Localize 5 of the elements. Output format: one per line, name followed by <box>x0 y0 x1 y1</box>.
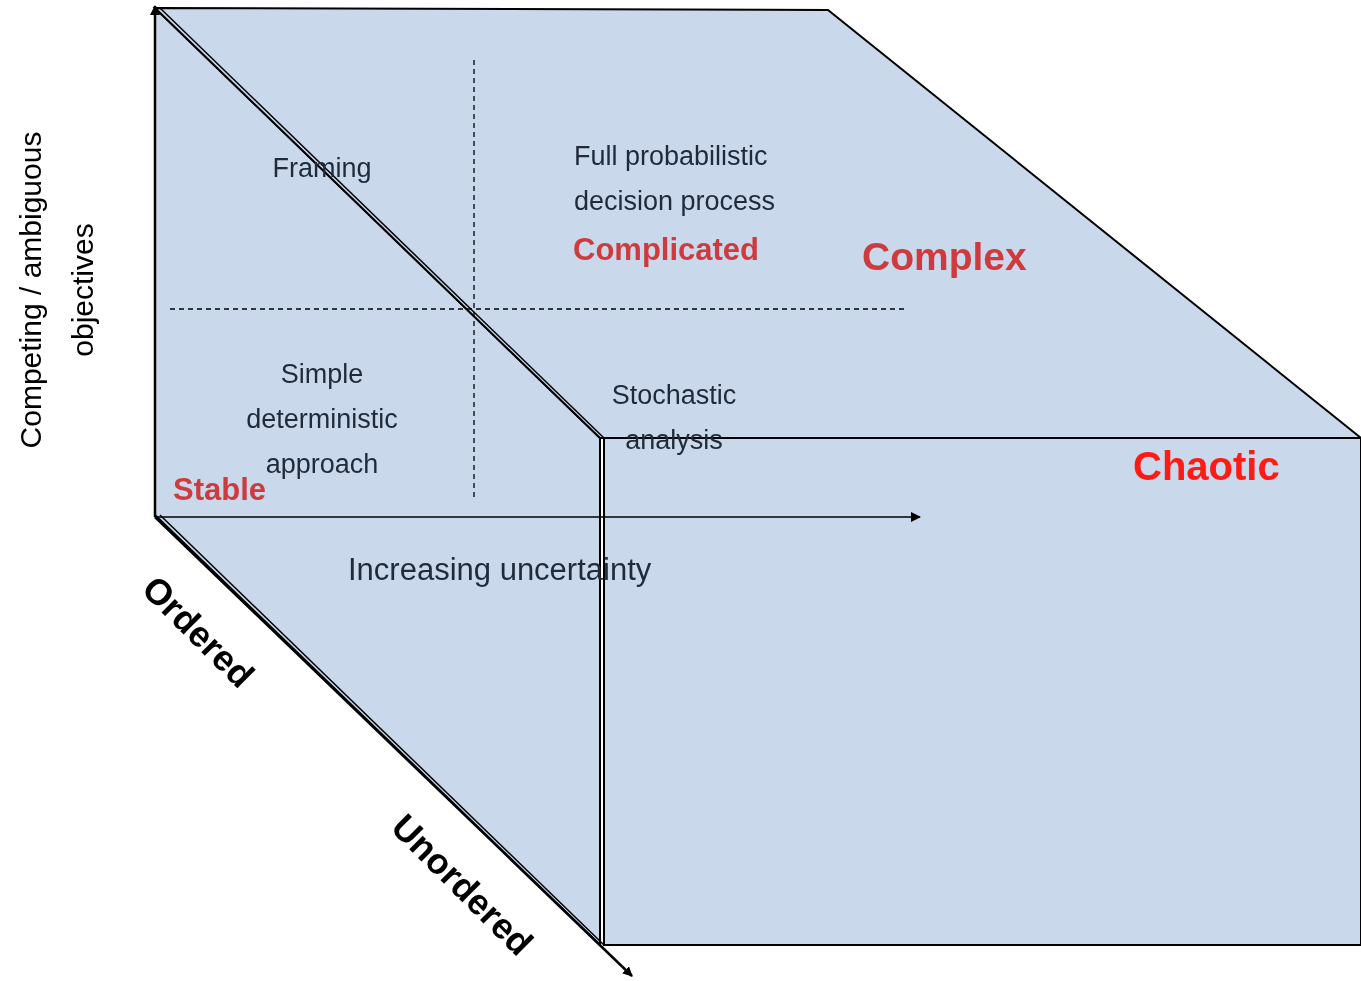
domain-label: Complex <box>862 234 1028 280</box>
domain-label: Complicated <box>573 231 761 269</box>
region-label: Full probabilistic decision process <box>574 140 777 218</box>
domain-label: Chaotic <box>1133 443 1281 490</box>
axis-label: Competing / ambiguous objectives <box>13 130 100 451</box>
